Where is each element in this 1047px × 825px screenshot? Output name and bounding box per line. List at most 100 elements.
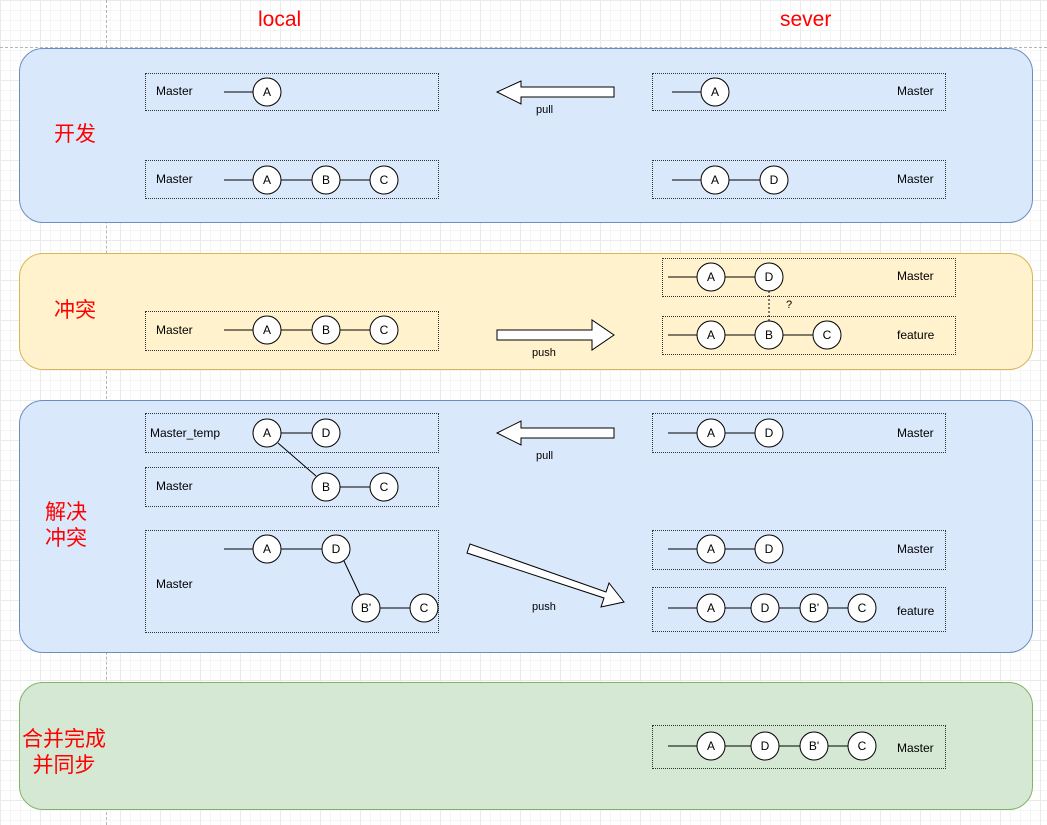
commit-node: D [759,165,789,195]
branch-label-master: Master [897,84,934,98]
commit-label: A [711,173,719,187]
commit-node: C [369,315,399,345]
commit-node: C [369,472,399,502]
branch-label-master: Master [897,172,934,186]
commit-label: A [263,173,271,187]
commit-node: A [252,165,282,195]
branch-label-master: Master [897,741,934,755]
commit-node: A [696,262,726,292]
push-arrow [466,543,625,608]
branch-label-master: Master [156,577,193,591]
local-branch-box [145,311,439,351]
server-branch-box [662,258,956,297]
commit-label: A [263,542,271,556]
commit-node: C [812,320,842,350]
commit-node: B [311,472,341,502]
commit-node: D [754,418,784,448]
commit-label: A [707,270,715,284]
commit-label: A [707,328,715,342]
commit-node: C [847,593,877,623]
commit-node: A [252,315,282,345]
guide-line-horizontal [0,47,1047,48]
commit-label: C [380,323,389,337]
stage-label-resolve: 解决 冲突 [45,501,87,550]
commit-label: C [380,173,389,187]
commit-label: A [707,542,715,556]
stage-label-develop: 开发 [54,123,96,146]
commit-label: C [420,601,429,615]
column-title-server: sever [780,8,832,31]
commit-node: D [754,262,784,292]
commit-label: B [322,480,330,494]
merge-line [277,442,317,477]
commit-label: D [770,173,779,187]
local-branch-box [145,160,439,199]
pull-label: pull [536,450,554,462]
push-label: push [532,347,556,359]
column-title-local: local [258,8,302,31]
commit-node: B [754,320,784,350]
pull-arrow [495,420,615,446]
commit-label: D [765,426,774,440]
commit-label: D [765,270,774,284]
stage-panel-develop [19,48,1033,223]
server-branch-box [652,587,946,632]
commit-label: A [707,426,715,440]
commit-label: D [322,426,331,440]
commit-node: A [700,165,730,195]
branch-label-master: Master [897,426,934,440]
commit-node: D [750,593,780,623]
server-branch-box [652,160,946,199]
local-branch-box [145,73,439,111]
commit-label: A [707,739,715,753]
server-branch-box [652,413,946,453]
commit-node: A [696,534,726,564]
commit-node: C [409,593,439,623]
conflict-question-mark: ? [786,299,793,311]
merge-line [343,560,361,596]
branch-label-feature: feature [897,604,935,618]
server-branch-box [652,725,946,769]
local-branch-box [145,413,439,453]
push-arrow [496,319,615,351]
branch-label-master: Master [156,479,193,493]
commit-label: D [765,542,774,556]
pull-label: pull [536,104,554,116]
commit-node: B [311,315,341,345]
commit-label: A [263,426,271,440]
commit-label: C [823,328,832,342]
pull-arrow [495,80,615,105]
branch-label-master: Master [156,172,193,186]
commit-node: B' [351,593,381,623]
commit-node: B [311,165,341,195]
commit-node: D [754,534,784,564]
stage-label-merged: 合并完成 并同步 [22,728,106,777]
local-branch-box [145,467,439,507]
commit-node: B' [799,731,829,761]
local-branch-box [145,530,439,633]
branch-label-master: Master [156,84,193,98]
commit-node: D [321,534,351,564]
commit-node: C [369,165,399,195]
commit-label: B [322,173,330,187]
commit-node: B' [799,593,829,623]
commit-node: A [252,534,282,564]
commit-label: A [263,85,271,99]
commit-label: D [332,542,341,556]
commit-node: A [696,320,726,350]
branch-label-feature: feature [897,328,935,342]
branch-label-master-temp: Master_temp [150,426,221,440]
commit-label: A [711,85,719,99]
commit-label: D [761,739,770,753]
commit-label: A [707,601,715,615]
commit-label: B' [361,601,371,615]
commit-node: A [700,77,730,107]
branch-label-master: Master [897,542,934,556]
commit-node: A [252,77,282,107]
commit-label: C [380,480,389,494]
commit-node: A [696,593,726,623]
commit-label: C [858,601,867,615]
commit-label: D [761,601,770,615]
commit-label: A [263,323,271,337]
